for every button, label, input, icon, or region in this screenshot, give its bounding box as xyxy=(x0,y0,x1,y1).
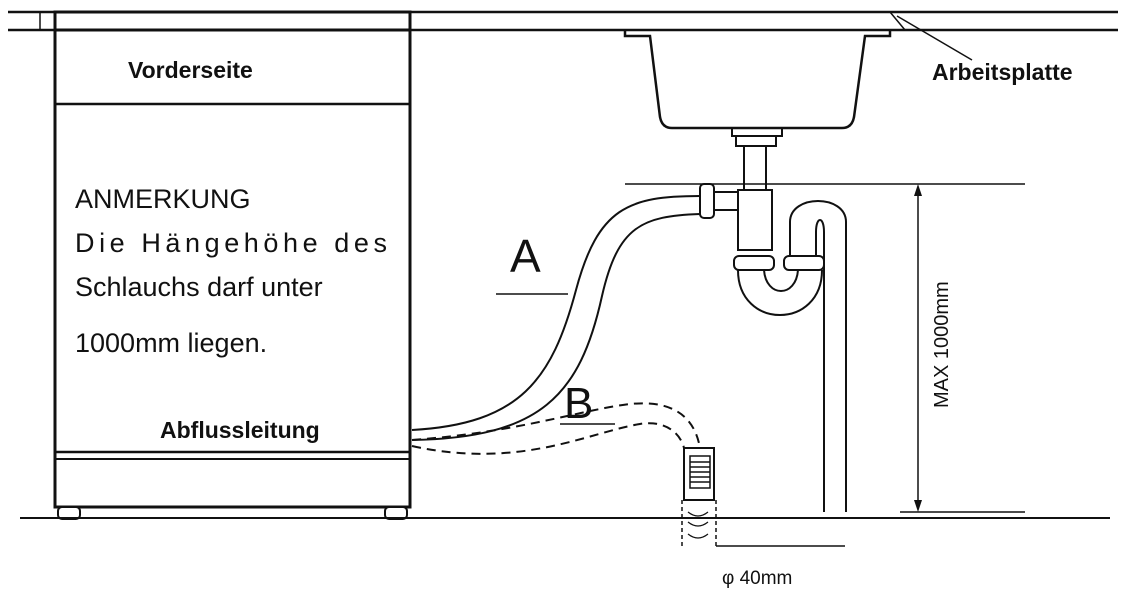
note-line-1: Die Hängehöhe des xyxy=(75,228,387,258)
hose-a-label: A xyxy=(510,230,541,282)
front-label: Vorderseite xyxy=(128,57,253,83)
standpipe xyxy=(681,447,717,546)
hose-b-label: B xyxy=(564,379,593,428)
drain-hose-a xyxy=(411,183,738,441)
countertop-leader-line xyxy=(896,15,973,61)
drain-line-label: Abflussleitung xyxy=(160,417,320,443)
drain-hose-b xyxy=(411,402,701,455)
max-height-label: MAX 1000mm xyxy=(931,281,953,408)
pipe-diameter-label: φ 40mm xyxy=(722,568,792,589)
sink-trap xyxy=(733,146,847,512)
sink-bowl xyxy=(623,30,892,147)
note-line-3: 1000mm liegen. xyxy=(75,328,267,358)
note-heading: ANMERKUNG xyxy=(75,184,251,214)
note-line-2: Schlauchs darf unter xyxy=(75,272,323,302)
countertop xyxy=(8,10,1118,32)
countertop-label: Arbeitsplatte xyxy=(932,59,1073,85)
max-height-dimension-arrow xyxy=(914,184,922,512)
